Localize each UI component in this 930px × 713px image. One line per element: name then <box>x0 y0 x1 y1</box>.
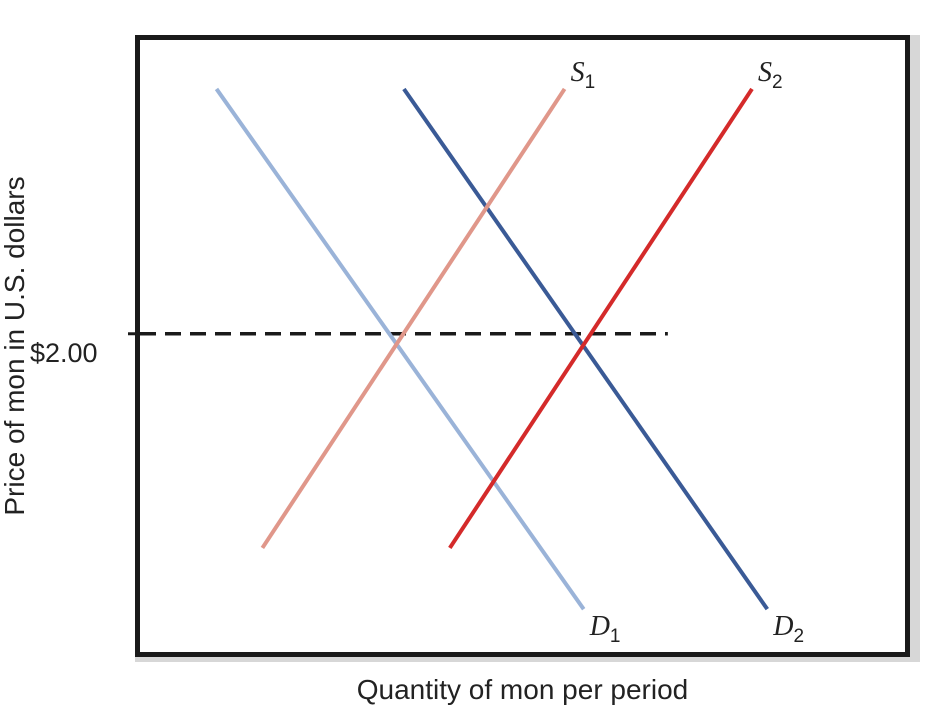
plot-frame <box>135 35 910 657</box>
curve-d2 <box>402 87 769 611</box>
curve-label-s1: S1 <box>571 57 596 93</box>
curve-label-d2: D2 <box>772 611 804 647</box>
curve-s1 <box>260 87 567 550</box>
curve-s2 <box>448 87 754 550</box>
y-axis-title: Price of mon in U.S. dollars <box>0 176 30 516</box>
curve-label-d1: D1 <box>589 611 621 647</box>
price-tick-label: $2.00 <box>30 338 98 368</box>
x-axis-title: Quantity of mon per period <box>356 674 689 705</box>
curve-label-s2: S2 <box>758 57 783 93</box>
curve-d1 <box>214 87 586 611</box>
